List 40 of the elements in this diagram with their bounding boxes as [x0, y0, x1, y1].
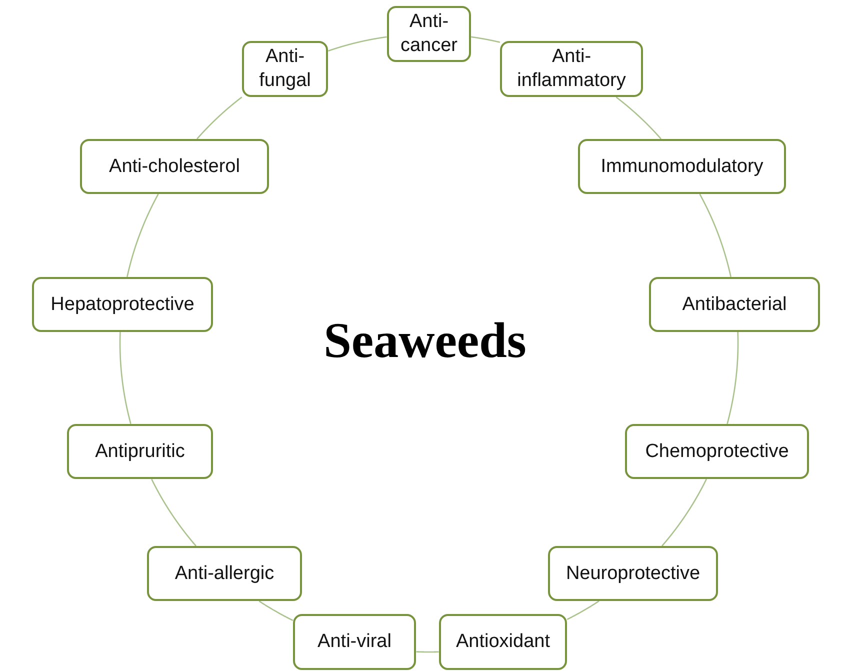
center-label: Seaweeds [324, 315, 526, 365]
node-label: Antipruritic [95, 440, 185, 464]
rounded-box [147, 546, 302, 601]
rounded-box [548, 546, 718, 601]
connector-line [151, 478, 196, 546]
rounded-box [649, 277, 820, 332]
node-label: Anti-inflammatory [516, 45, 627, 93]
node-label: Chemoprotective [645, 440, 789, 464]
connector-line [566, 600, 600, 620]
connector-line [726, 332, 739, 424]
connector-line [196, 96, 242, 140]
rounded-box [80, 139, 269, 194]
node-label: Antioxidant [456, 630, 550, 654]
connector-line [126, 194, 159, 278]
connector-line [119, 332, 132, 424]
node-label: Hepatoprotective [50, 292, 194, 316]
node-label: Anti-cholesterol [109, 154, 240, 178]
rounded-box [387, 6, 471, 62]
rounded-box [500, 41, 643, 97]
node-label: Anti-viral [318, 630, 392, 654]
rounded-box [242, 41, 328, 97]
connector-line [258, 600, 294, 621]
rounded-box [293, 614, 416, 670]
node-label: Neuroprotective [566, 562, 700, 586]
rounded-box [67, 424, 213, 479]
node-label: Anti-cancer [399, 10, 459, 58]
node-label: Anti-allergic [174, 562, 274, 586]
rounded-box [578, 139, 786, 194]
node-label: Antibacterial [682, 292, 787, 316]
connector-line [616, 96, 662, 140]
node-label: Immunomodulatory [600, 154, 764, 178]
connector-line [699, 194, 732, 278]
connector-line [661, 478, 708, 546]
connector-line [470, 36, 500, 43]
rounded-box [625, 424, 809, 479]
connector-line [416, 651, 440, 653]
rounded-box [32, 277, 213, 332]
node-label: Anti-fungal [258, 45, 312, 93]
connector-line [328, 36, 388, 52]
rounded-box [439, 614, 567, 670]
